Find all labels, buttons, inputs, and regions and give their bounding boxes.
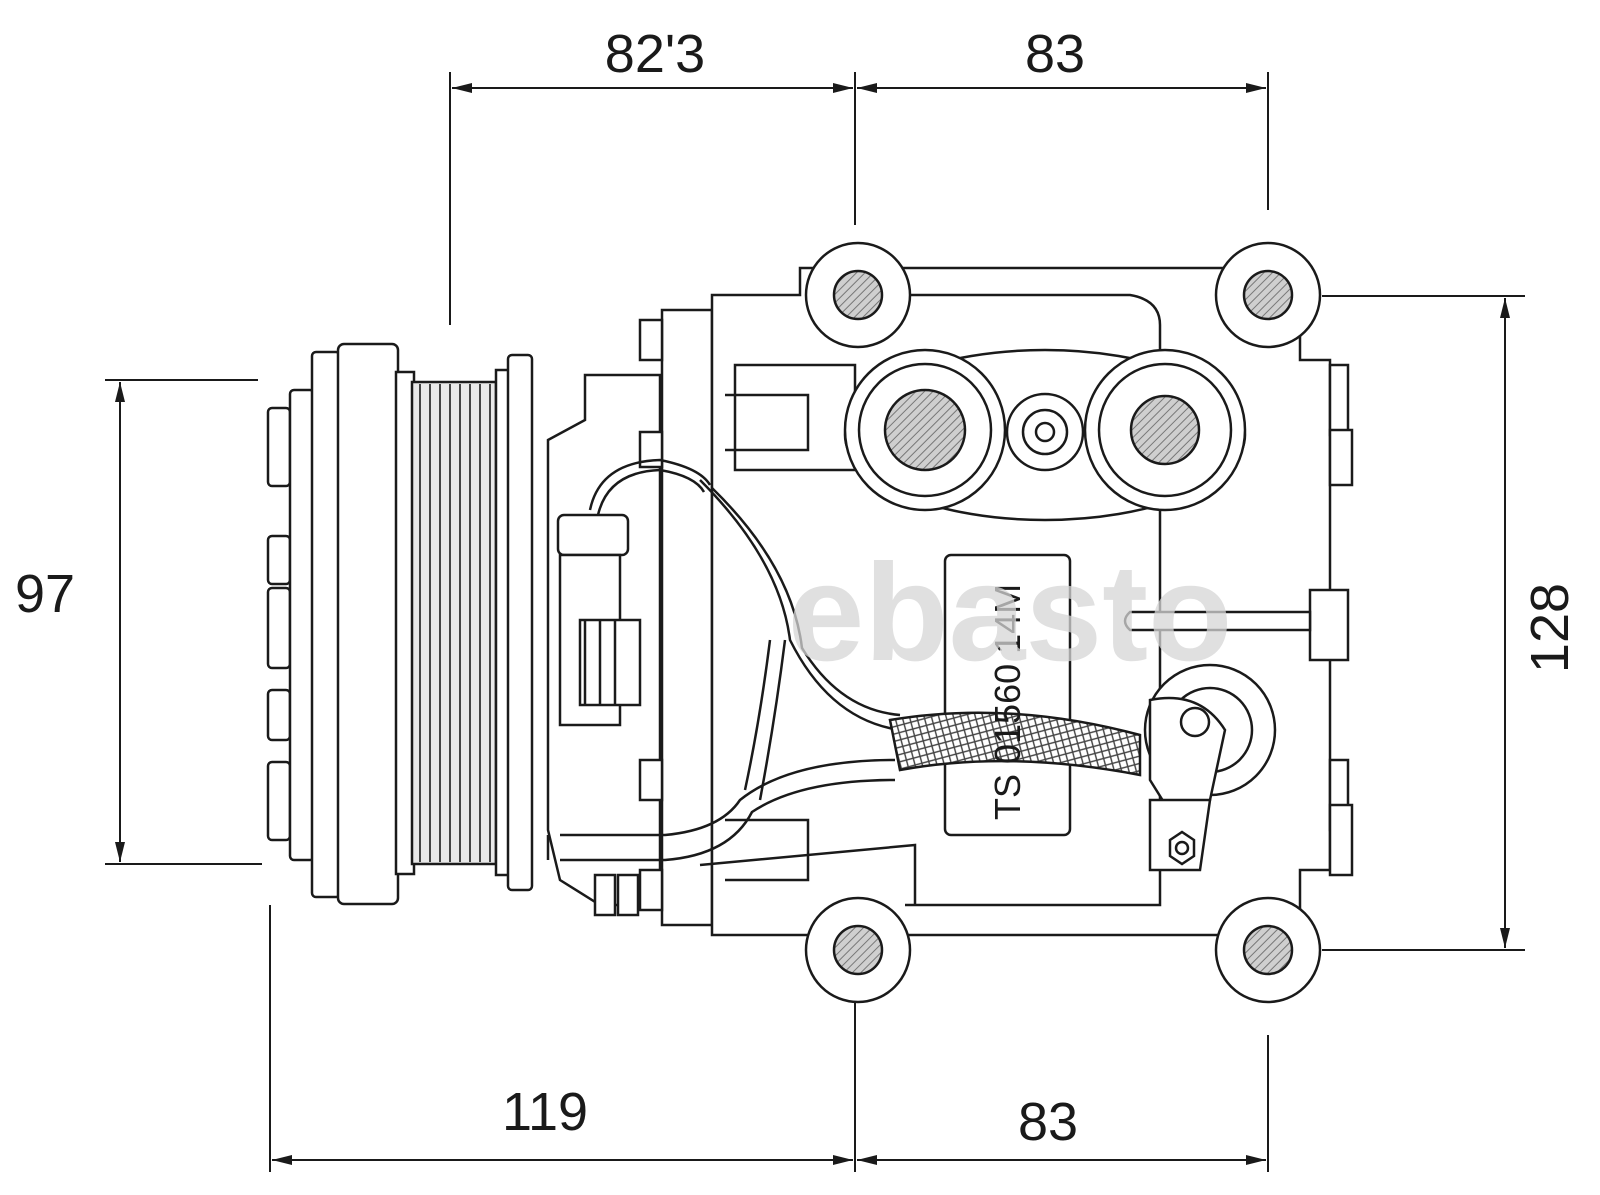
pulley-clutch (266, 342, 498, 906)
mounting-ears (804, 241, 1322, 1004)
wiring-harness (546, 458, 901, 862)
dim-bottom-left: 119 (502, 1082, 588, 1142)
dim-left-height: 97 (15, 564, 75, 624)
service-ports (843, 348, 1247, 522)
dim-bottom-right: 83 (1018, 1092, 1078, 1152)
pulley-grooves (419, 384, 491, 862)
braided-cable (888, 696, 1227, 872)
dim-right-height: 128 (1520, 583, 1580, 673)
dimension-lines (105, 72, 1525, 1172)
part-number-label: TS 01560 14M (987, 584, 1028, 820)
dim-top-left: 82'3 (605, 24, 705, 84)
dim-top-right: 83 (1025, 24, 1085, 84)
connector-block (556, 513, 642, 727)
pulley-rear-plate (494, 353, 534, 892)
brand-watermark: ebasto (788, 536, 1233, 690)
